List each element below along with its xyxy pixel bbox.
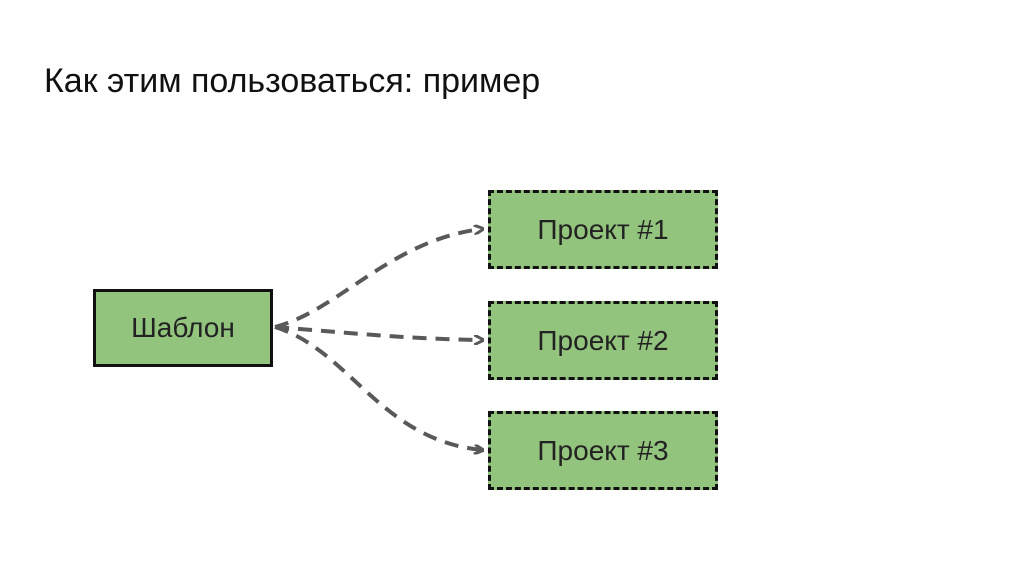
arrow-to-project-2 [274, 325, 482, 340]
arrow-to-project-3 [274, 325, 482, 450]
template-node: Шаблон [93, 289, 273, 367]
template-node-label: Шаблон [131, 312, 235, 343]
project-node-3: Проект #3 [488, 411, 718, 490]
project-node-1-label: Проект #1 [537, 213, 669, 245]
project-node-1: Проект #1 [488, 190, 718, 269]
project-node-3-label: Проект #3 [537, 434, 669, 466]
project-node-2-label: Проект #2 [537, 324, 669, 356]
arrow-to-project-1 [274, 229, 482, 329]
project-node-2: Проект #2 [488, 301, 718, 380]
slide-title: Как этим пользоваться: пример [44, 62, 541, 100]
